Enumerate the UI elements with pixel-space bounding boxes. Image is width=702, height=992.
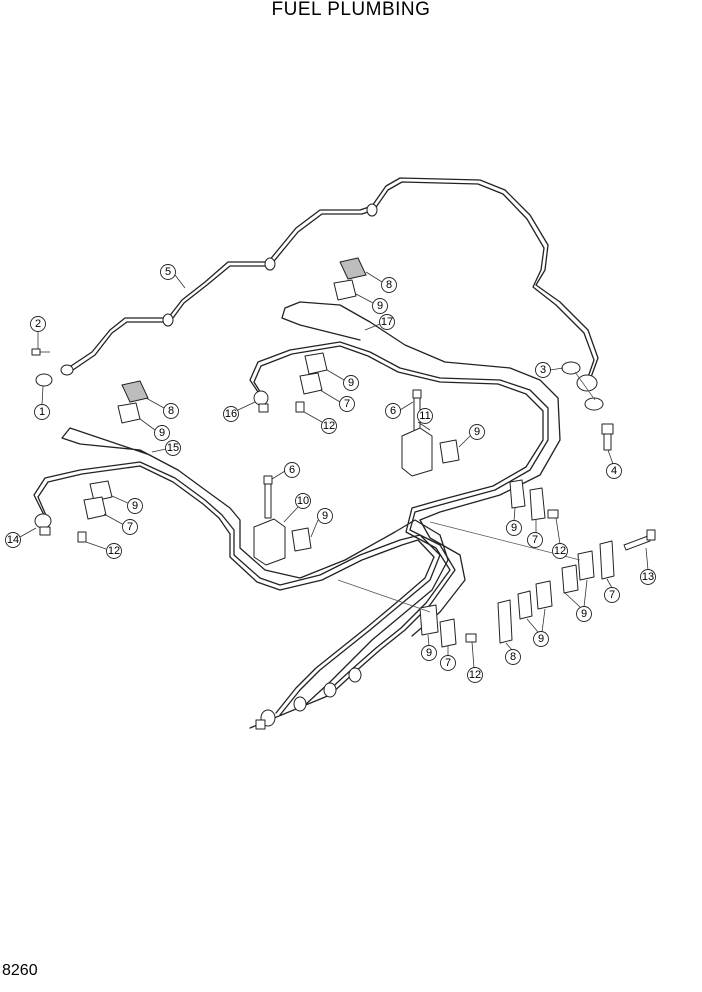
injector-connectors bbox=[249, 667, 362, 730]
callout-7c: 7 bbox=[532, 534, 538, 546]
callout-10: 10 bbox=[297, 495, 309, 507]
callout-12c: 12 bbox=[554, 545, 566, 557]
callout-12a: 12 bbox=[323, 420, 335, 432]
callout-7b: 7 bbox=[127, 521, 133, 533]
callout-6a: 6 bbox=[390, 405, 396, 417]
callout-9e: 9 bbox=[322, 510, 328, 522]
callout-9b: 9 bbox=[159, 427, 165, 439]
callout-9g: 9 bbox=[511, 522, 517, 534]
callout-8c: 8 bbox=[510, 651, 516, 663]
callout-7d: 7 bbox=[445, 657, 451, 669]
callout-15: 15 bbox=[167, 442, 179, 454]
callout-16: 16 bbox=[225, 408, 237, 420]
callout-9h: 9 bbox=[426, 647, 432, 659]
return-fuel-line bbox=[60, 177, 599, 392]
callout-9-pair: 9 bbox=[581, 608, 587, 620]
hardware bbox=[31, 257, 656, 648]
callout-3: 3 bbox=[540, 364, 546, 376]
callout-9d: 9 bbox=[132, 500, 138, 512]
left-injector-lines bbox=[33, 427, 449, 716]
page-number: 8260 bbox=[2, 962, 38, 979]
callout-labels: 1 2 3 4 5 6 6 7 7 7 7 7 9 8 8 8 9 bbox=[5, 264, 656, 683]
callout-4: 4 bbox=[611, 465, 617, 477]
callout-17: 17 bbox=[381, 316, 393, 328]
callout-9a: 9 bbox=[377, 300, 383, 312]
callout-2: 2 bbox=[35, 318, 41, 330]
callout-1: 1 bbox=[39, 406, 45, 418]
page-title: FUEL PLUMBING bbox=[271, 0, 431, 20]
callout-12b: 12 bbox=[108, 545, 120, 557]
callout-8a: 8 bbox=[386, 279, 392, 291]
callout-9f: 9 bbox=[474, 426, 480, 438]
callout-7a: 7 bbox=[344, 398, 350, 410]
callout-5: 5 bbox=[165, 266, 171, 278]
callout-13: 13 bbox=[642, 571, 654, 583]
callout-9c: 9 bbox=[348, 377, 354, 389]
callout-14: 14 bbox=[7, 534, 19, 546]
callout-11: 11 bbox=[419, 410, 430, 422]
callout-9i: 9 bbox=[538, 633, 544, 645]
callout-8b: 8 bbox=[168, 405, 174, 417]
callout-6b: 6 bbox=[289, 464, 295, 476]
callout-12d: 12 bbox=[469, 669, 481, 681]
callout-7e: 7 bbox=[609, 589, 615, 601]
